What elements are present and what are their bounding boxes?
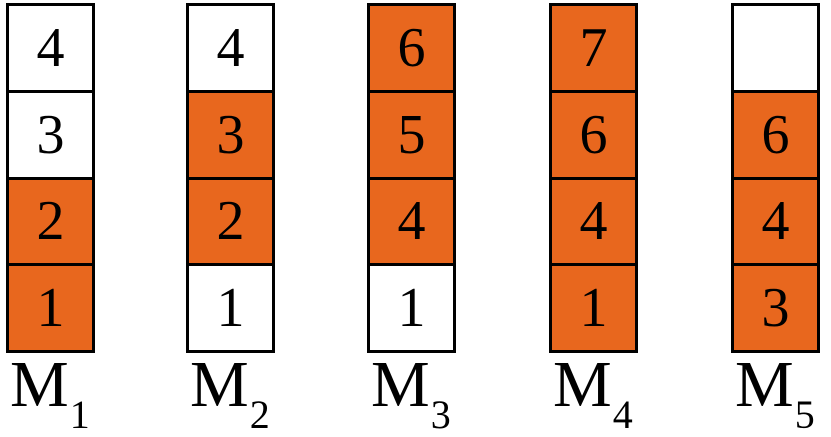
stack-m3-label-sub: 3 (430, 392, 451, 437)
stack-m2-label-sub: 2 (249, 392, 270, 437)
stack-m3-cell-2: 5 (370, 92, 453, 180)
stack-m1-label-sub: 1 (69, 392, 90, 437)
stack-m1-cell-4: 1 (9, 266, 92, 350)
stack-m1: 4 3 2 1 (6, 3, 95, 353)
stack-m2-label-main: M (190, 348, 249, 421)
stack-m1-label: M1 (10, 352, 90, 435)
stack-m3-label: M3 (371, 352, 451, 435)
stack-m2-cell-1: 4 (189, 6, 272, 93)
stack-m4-cell-1: 7 (552, 6, 635, 93)
stack-m1-cell-3: 2 (9, 179, 92, 267)
stack-m5-cell-3: 4 (734, 179, 817, 267)
stack-m1-cell-2: 3 (9, 92, 92, 180)
stack-m2-cell-4: 1 (189, 266, 272, 350)
stack-m3-cell-1: 6 (370, 6, 453, 93)
stack-m1-cell-1: 4 (9, 6, 92, 93)
stack-m2: 4 3 2 1 (186, 3, 275, 353)
stack-m5-cell-4: 3 (734, 266, 817, 350)
stack-m4-label: M4 (553, 352, 633, 435)
stack-m3-cell-3: 4 (370, 179, 453, 267)
stack-m4-cell-2: 6 (552, 92, 635, 180)
stack-m4-cell-3: 4 (552, 179, 635, 267)
stack-m2-cell-2: 3 (189, 92, 272, 180)
stack-m4-label-sub: 4 (612, 392, 633, 437)
stack-m3: 6 5 4 1 (367, 3, 456, 353)
stack-m2-cell-3: 2 (189, 179, 272, 267)
stack-m4-cell-4: 1 (552, 266, 635, 350)
stack-m5-cell-2: 6 (734, 92, 817, 180)
stack-m4-label-main: M (553, 348, 612, 421)
stack-m3-cell-4: 1 (370, 266, 453, 350)
stack-m4: 7 6 4 1 (549, 3, 638, 353)
stack-m2-label: M2 (190, 352, 270, 435)
stack-m1-label-main: M (10, 348, 69, 421)
stack-m5: 6 4 3 (731, 3, 820, 353)
stack-m5-label-main: M (735, 348, 794, 421)
stack-m3-label-main: M (371, 348, 430, 421)
stack-m5-label-sub: 5 (794, 392, 815, 437)
stack-m5-cell-1 (734, 6, 817, 93)
stack-m5-label: M5 (735, 352, 815, 435)
